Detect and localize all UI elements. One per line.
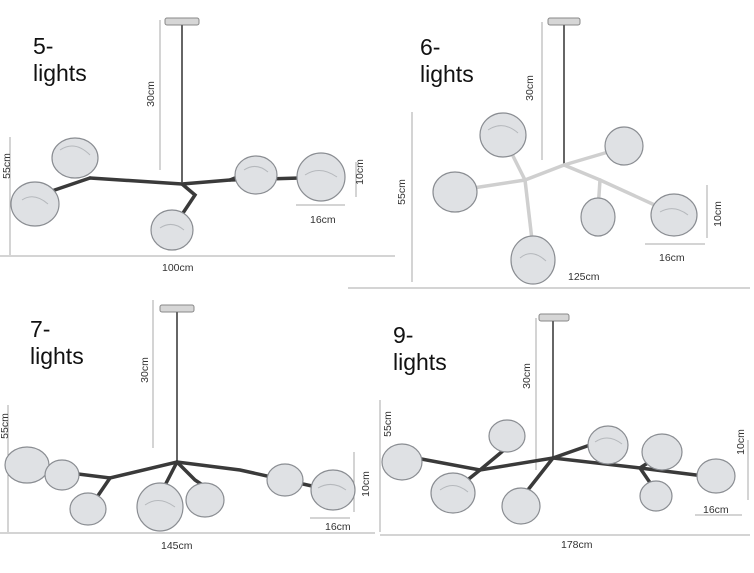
height-label: 55cm [0,153,13,179]
span-label: 100cm [162,262,194,274]
globe-height-label: 10cm [734,429,747,455]
globe-width-label: 16cm [703,504,729,516]
globe-height-label: 10cm [353,159,366,185]
rod-length-label: 30cm [520,363,533,389]
chandelier-9-lights [379,313,750,536]
panel-title: 6-lights [420,34,474,87]
rod-length-label: 30cm [138,357,151,383]
chandelier-7-lights [0,300,375,534]
span-label: 125cm [568,271,600,283]
globe-width-label: 16cm [310,214,336,226]
globe-height-label: 10cm [359,471,372,497]
rod-length-label: 30cm [144,81,157,107]
globe-height-label: 10cm [711,201,724,227]
span-label: 178cm [561,539,593,551]
globe-width-label: 16cm [659,252,685,264]
rod-length-label: 30cm [523,75,536,101]
chandelier-6-lights [348,17,750,289]
globe-width-label: 16cm [325,521,351,533]
height-label: 55cm [0,413,11,439]
panel-title: 9-lights [393,322,447,375]
height-label: 55cm [395,179,408,205]
panel-title: 7-lights [30,316,84,369]
height-label: 55cm [381,411,394,437]
chandelier-5-lights [0,17,395,257]
span-label: 145cm [161,540,193,552]
panel-title: 5-lights [33,33,87,86]
